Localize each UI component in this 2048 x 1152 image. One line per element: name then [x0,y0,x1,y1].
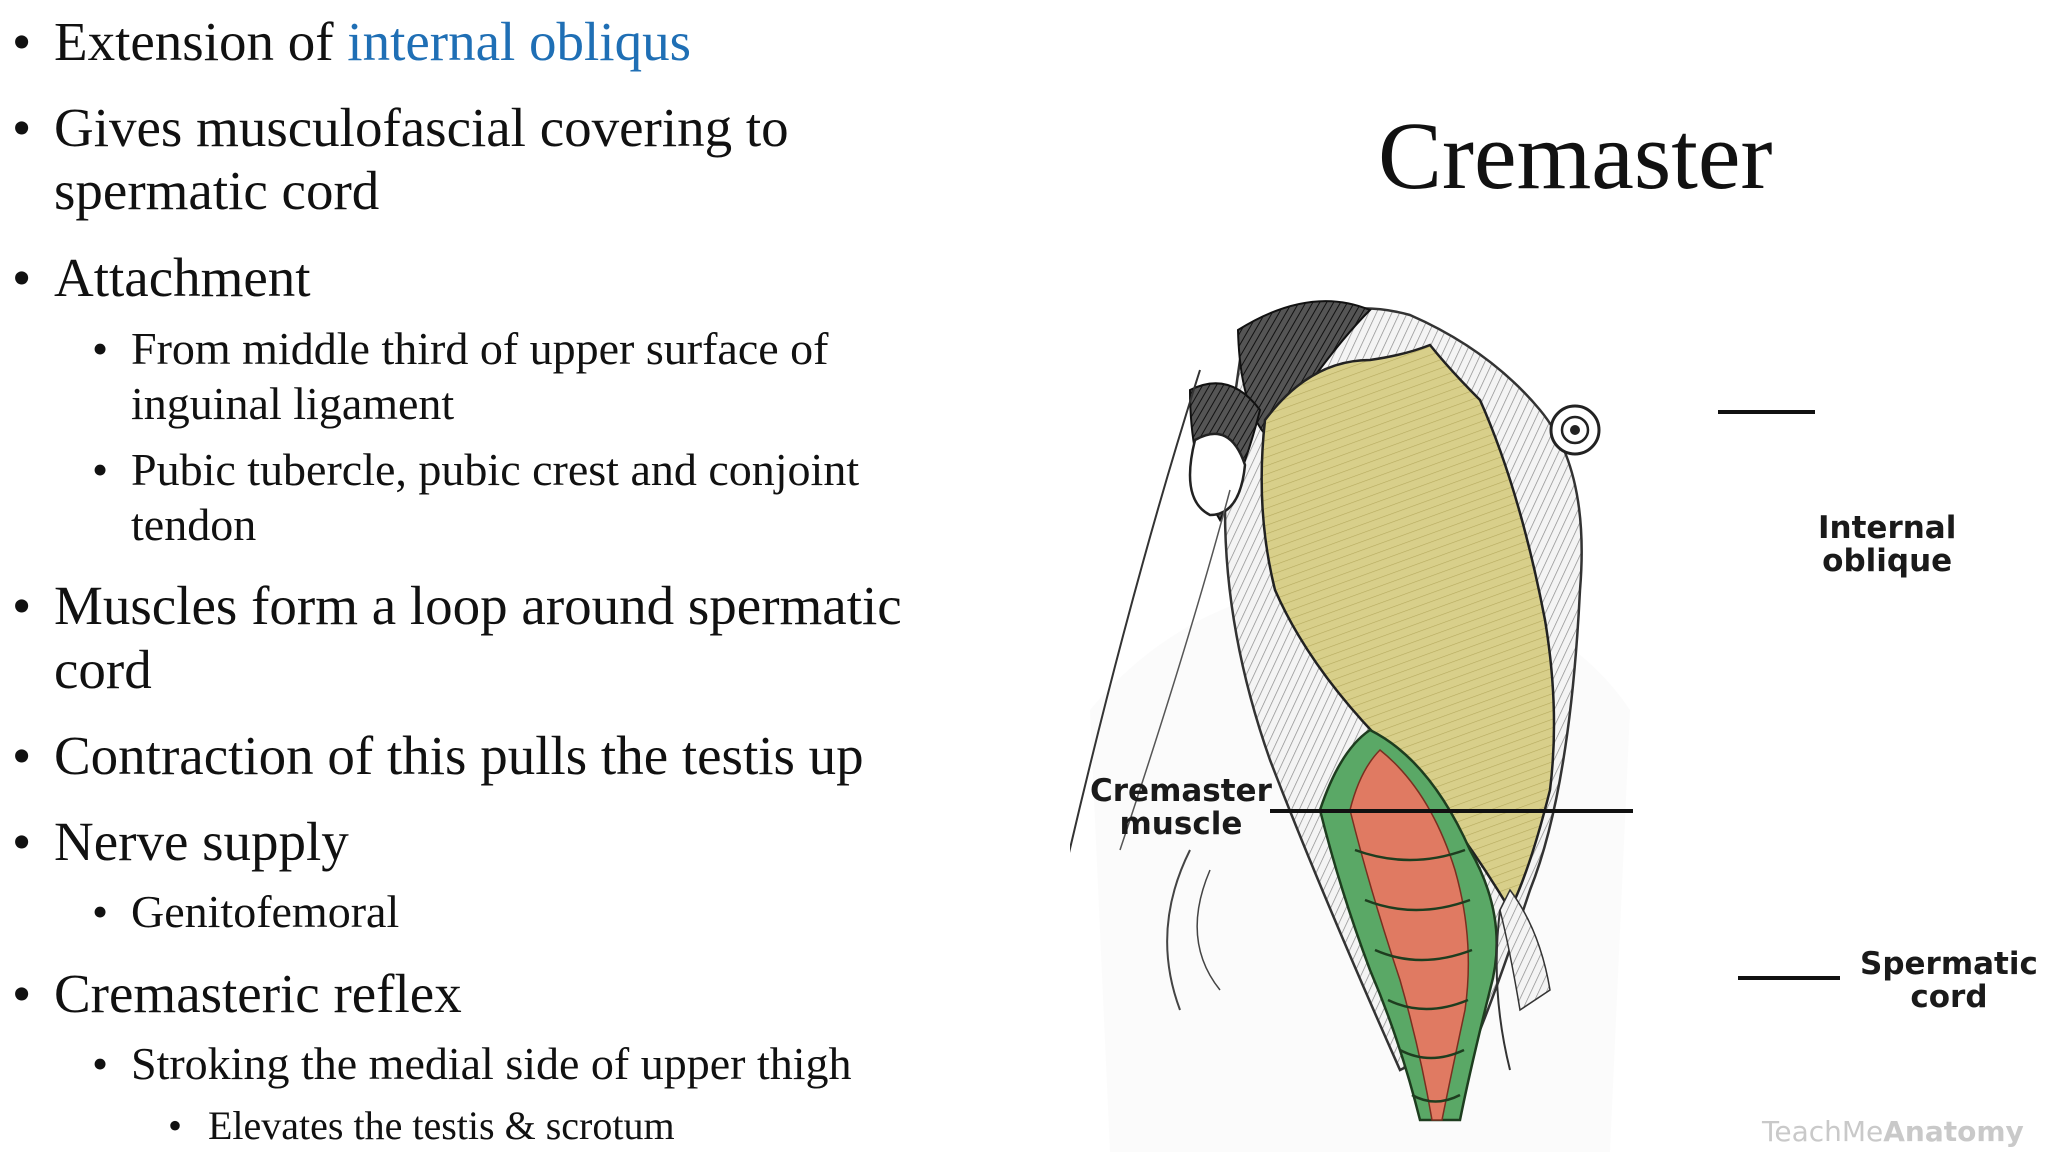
bullet-dot: • [12,725,32,786]
bullet-dot: • [12,963,32,1024]
label-spermatic-cord: Spermatic cord [1860,948,2038,1014]
bullet-text: Attachment [54,247,311,308]
bullet-dot: • [12,247,32,308]
cremaster-loop [1411,1093,1461,1103]
label-line: Spermatic [1860,946,2038,982]
thigh-line [1166,849,1191,1011]
bullet-text: Cremasteric reflex [54,963,462,1024]
figure-title: Cremaster [1378,102,1773,209]
label-line: cord [1910,979,1988,1015]
bullet-dot: • [12,811,32,872]
label-line: oblique [1822,543,1953,579]
bullet-dot: • [92,1038,109,1089]
pubic-tubercle-icon [1549,404,1601,456]
bullet-text: Pubic tubercle, pubic crest and conjoint [131,444,860,495]
bullet-dot: • [168,1103,183,1148]
watermark-bold: Anatomy [1883,1115,2024,1148]
bullet-text: tendon [131,499,257,550]
bullet-text: From middle third of upper surface of [131,323,829,374]
outer-fascia-line-2 [1119,489,1231,851]
bullet-dot: • [92,444,109,495]
internal-obliqus-link: internal obliqus [347,11,691,72]
cremaster-loop [1399,1048,1465,1060]
cremaster-loop [1364,898,1471,912]
cremaster-loop [1374,948,1473,962]
bullet-text: Contraction of this pulls the testis up [54,725,864,786]
bullet-dot: • [12,97,32,158]
bullet-text: Gives musculofascial covering to [54,97,789,158]
watermark-light: TeachMe [1762,1115,1884,1148]
internal-oblique-muscle [1260,343,1556,913]
aponeurosis-strip [1499,888,1551,1012]
cremaster-loop [1354,848,1466,862]
bullet-dot: • [92,323,109,374]
bullet-text-main: Extension of [54,11,348,72]
bullet-text: Genitofemoral [131,886,400,937]
outer-fascia-line [1070,369,1201,853]
bullet-dot: • [12,11,32,72]
bullet-dot: • [92,886,109,937]
label-internal-oblique: Internal oblique [1818,512,1956,578]
bullet-text: Extension of internal obliqus [54,14,691,69]
bullet-dot: • [12,575,32,636]
bullet-text: Stroking the medial side of upper thigh [131,1038,852,1089]
label-line: muscle [1119,806,1243,842]
bullet-text: Nerve supply [54,811,349,872]
cremaster-illustration [1070,300,1840,1152]
thigh-line [1196,869,1221,991]
label-cremaster-muscle: Cremaster muscle [1090,775,1272,841]
cremaster-fibers [1349,748,1470,1121]
bullet-text: Elevates the testis & scrotum [208,1103,675,1148]
bullet-text: Muscles form a loop around spermatic [54,575,902,636]
spermatic-cord-line [1495,909,1511,1071]
label-line: Cremaster [1090,773,1272,809]
bullet-text: cord [54,639,152,700]
cremaster-loop [1387,998,1469,1011]
bullet-text: spermatic cord [54,160,380,221]
bullet-text: inguinal ligament [131,378,455,429]
teachmeanatomy-watermark: TeachMeAnatomy [1762,1118,2024,1146]
label-line: Internal [1818,510,1957,546]
superficial-ring [1188,432,1247,517]
